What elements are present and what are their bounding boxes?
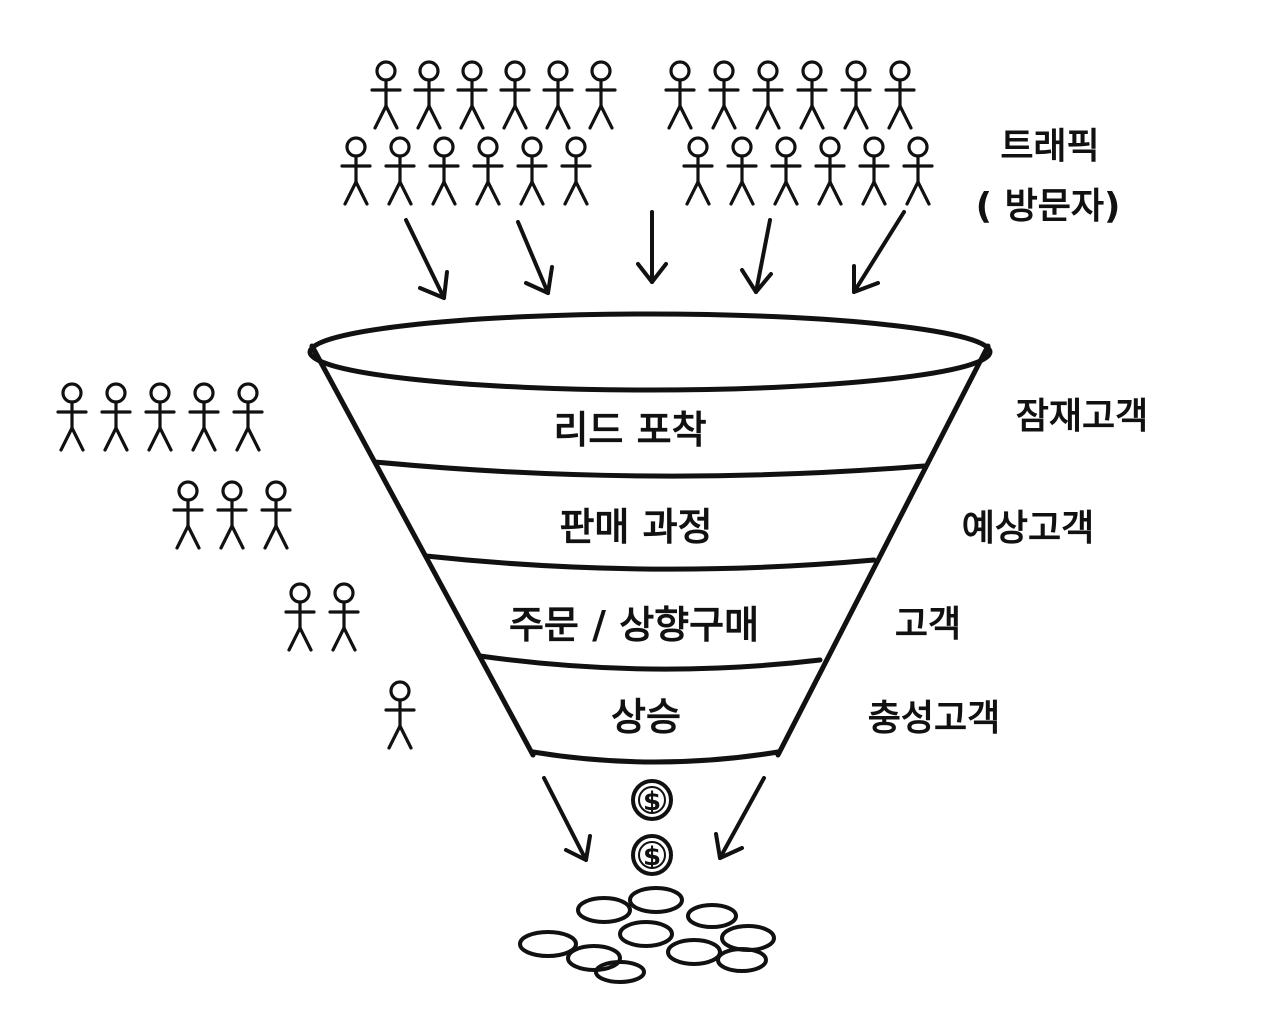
loyal-customer-label: 충성고객	[868, 698, 1000, 739]
falling-coins: $ $	[631, 779, 673, 876]
arrow-out-left	[542, 776, 592, 862]
stage-people-groups	[56, 382, 416, 750]
outgoing-arrows	[542, 776, 766, 862]
person-icon	[708, 60, 740, 130]
person-icon	[56, 382, 88, 452]
coin	[686, 903, 738, 929]
funnel-band-2	[423, 553, 877, 572]
coin-1: $	[631, 779, 673, 821]
coin	[576, 896, 632, 924]
person-icon	[884, 60, 916, 130]
funnel	[307, 311, 993, 765]
person-icon	[384, 136, 416, 206]
coin	[518, 930, 578, 958]
funnel-right-side	[775, 343, 991, 758]
dollar-icon: $	[643, 787, 661, 817]
person-icon	[560, 136, 592, 206]
stage-order-upsell-label: 주문 / 상향구매	[509, 603, 759, 647]
potential-customer-label: 잠재고객	[1016, 396, 1148, 437]
funnel-band-1	[372, 459, 927, 479]
person-icon	[585, 60, 617, 130]
coin	[618, 920, 674, 948]
person-icon	[260, 480, 292, 550]
side-labels: 트래픽 ( 방문자) 잠재고객 예상고객 고객 충성고객	[868, 126, 1148, 739]
person-icon	[726, 136, 758, 206]
stage-lead-capture-label: 리드 포착	[553, 408, 706, 452]
funnel-left-side	[309, 343, 536, 758]
person-icon	[172, 480, 204, 550]
coin-2: $	[631, 834, 673, 876]
person-icon	[682, 136, 714, 206]
coin	[566, 944, 622, 972]
coin	[716, 947, 768, 973]
coin	[594, 960, 646, 984]
stage-sales-process-label: 판매 과정	[559, 505, 712, 549]
funnel-bottom	[530, 749, 781, 765]
traffic-label: 트래픽	[1000, 126, 1099, 167]
person-icon	[100, 382, 132, 452]
funnel-rim	[307, 311, 993, 393]
person-icon	[752, 60, 784, 130]
person-icon	[370, 60, 402, 130]
person-icon	[216, 480, 248, 550]
person-icon	[188, 382, 220, 452]
person-icon	[232, 382, 264, 452]
arrow-in-1	[404, 218, 449, 300]
person-icon	[328, 582, 360, 652]
person-icon	[284, 582, 316, 652]
coin	[720, 924, 776, 952]
arrow-in-4	[740, 218, 773, 294]
coin	[666, 938, 722, 966]
person-icon	[770, 136, 802, 206]
person-icon	[472, 136, 504, 206]
coin-pile	[518, 886, 776, 984]
arrow-in-3	[636, 210, 668, 284]
person-icon	[796, 60, 828, 130]
person-icon	[456, 60, 488, 130]
funnel-band-3	[477, 653, 823, 672]
person-icon	[144, 382, 176, 452]
arrow-out-right	[714, 776, 766, 860]
person-icon	[840, 60, 872, 130]
person-icon	[384, 680, 416, 750]
person-icon	[858, 136, 890, 206]
stage-labels: 리드 포착 판매 과정 주문 / 상향구매 상승	[509, 408, 759, 739]
person-icon	[664, 60, 696, 130]
person-icon	[542, 60, 574, 130]
person-icon	[902, 136, 934, 206]
person-icon	[516, 136, 548, 206]
person-icon	[340, 136, 372, 206]
person-icon	[814, 136, 846, 206]
visitors-label: ( 방문자)	[976, 186, 1121, 227]
person-icon	[413, 60, 445, 130]
traffic-people-group	[340, 60, 934, 206]
coin	[628, 886, 684, 914]
person-icon	[428, 136, 460, 206]
stage-rise-label: 상승	[611, 695, 681, 739]
arrow-in-2	[516, 220, 554, 295]
person-icon	[499, 60, 531, 130]
dollar-icon: $	[643, 842, 661, 872]
incoming-arrows	[404, 210, 906, 300]
customer-label: 고객	[895, 604, 961, 645]
prospect-customer-label: 예상고객	[962, 508, 1094, 549]
arrow-in-5	[852, 210, 906, 294]
